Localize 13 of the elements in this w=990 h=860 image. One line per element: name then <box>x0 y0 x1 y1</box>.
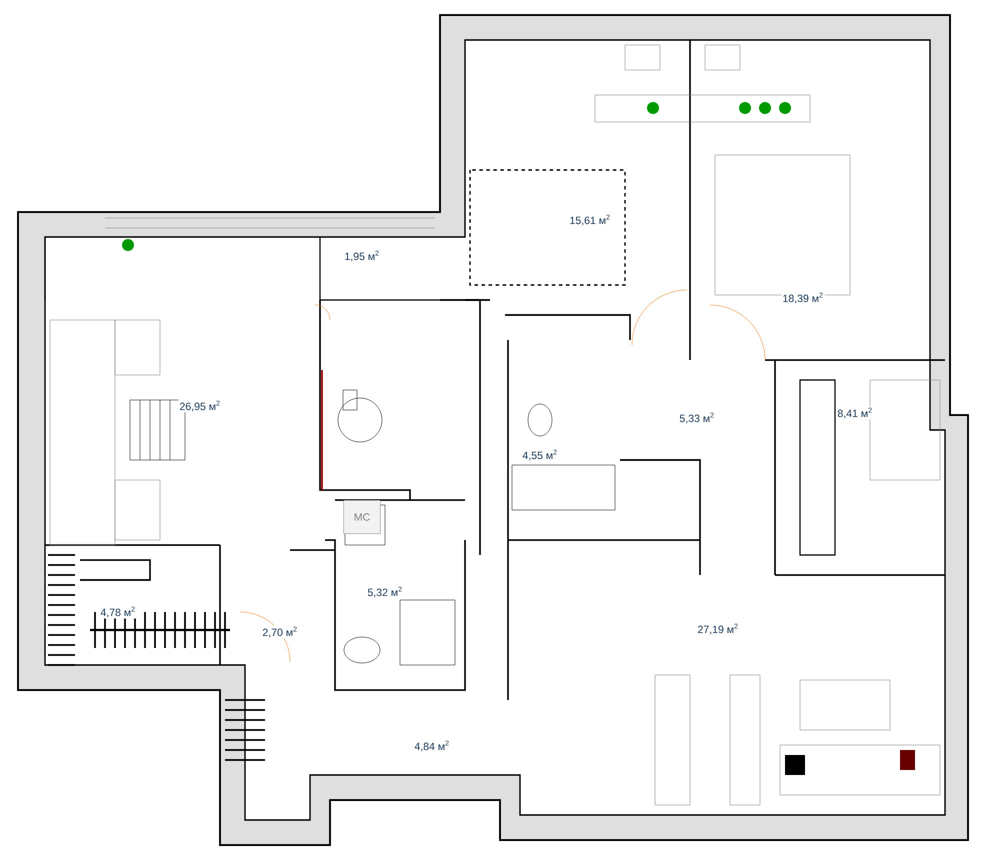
area-label: 4,78 м$^{2}$ <box>99 605 137 619</box>
area-label: 5,32 м$^{2}$ <box>366 585 404 599</box>
area-label: 4,55 м$^{2}$ <box>521 448 559 462</box>
area-label: 26,95 м$^{2}$ <box>178 399 222 413</box>
area-label: 1,95 м$^{2}$ <box>343 249 381 263</box>
area-label: 2,70 м$^{2}$ <box>261 625 299 639</box>
fixture-label: МС <box>343 500 381 534</box>
area-label: 15,61 м$^{2}$ <box>568 213 612 227</box>
area-label: 27,19 м$^{2}$ <box>696 622 740 636</box>
area-label: 8,41 м$^{2}$ <box>836 406 874 420</box>
area-label: 18,39 м$^{2}$ <box>781 291 825 305</box>
area-label: 4,84 м$^{2}$ <box>413 739 451 753</box>
area-label: 5,33 м$^{2}$ <box>678 411 716 425</box>
